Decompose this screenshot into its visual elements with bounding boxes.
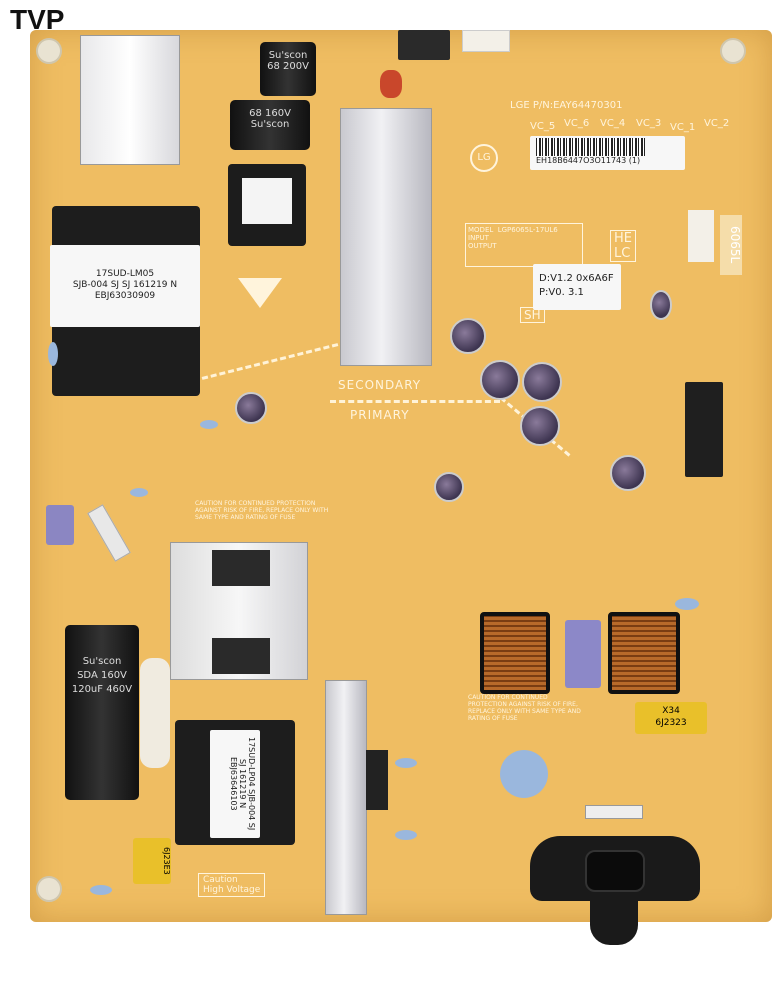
common-mode-choke — [480, 612, 550, 694]
x-capacitor-cx102 — [565, 620, 601, 688]
ceramic-capacitor — [48, 342, 58, 366]
arrow-down-icon — [238, 278, 282, 308]
version-line: D:V1.2 0x6A6F — [539, 273, 614, 284]
mount-hole — [36, 876, 62, 902]
cap-text: 6J2323 — [655, 718, 687, 728]
label-line: 17SUD-LM05 — [95, 269, 155, 279]
capacitor — [235, 392, 267, 424]
mount-hole — [36, 38, 62, 64]
model-value: LGP6065L-17UL6 — [497, 226, 558, 234]
capacitor — [480, 360, 520, 400]
top-heatsink — [80, 35, 180, 165]
side-code: 6065L — [720, 215, 742, 275]
led-label: VC_6 — [564, 118, 590, 129]
caution-fire-text: CAUTION FOR CONTINUED PROTECTION AGAINST… — [195, 500, 329, 521]
part-number: LGE P/N:EAY64470301 — [510, 100, 623, 111]
fuse — [87, 504, 131, 562]
thermistor-sleeve — [140, 658, 170, 768]
mosfet — [212, 638, 270, 674]
center-heatsink — [340, 108, 432, 366]
led-label: VC_1 — [670, 122, 696, 133]
capacitor — [450, 318, 486, 354]
small-transformer-top — [228, 164, 306, 246]
ceramic-capacitor — [675, 598, 699, 610]
y-capacitor: 6J23E3 — [133, 838, 171, 884]
caution-high-voltage: Caution High Voltage — [198, 873, 266, 897]
x-capacitor-cx101: X34 6J2323 — [635, 702, 707, 734]
connector-white — [462, 30, 510, 52]
bulk-capacitors: Su'scon SDA 160V 120uF 460V — [65, 625, 139, 800]
led-label: VC_2 — [704, 118, 730, 129]
filter-capacitor — [46, 505, 74, 545]
primary-label: PRIMARY — [350, 408, 410, 422]
caution-fire-text: CAUTION FOR CONTINUED PROTECTION AGAINST… — [468, 694, 581, 722]
ceramic-capacitor — [130, 488, 148, 497]
mosfet — [212, 550, 270, 586]
lg-logo: LG — [470, 144, 498, 172]
model-table: MODEL LGP6065L-17UL6 INPUT OUTPUT — [465, 223, 583, 267]
label-line: SJB-004 SJ SJ 161219 N — [72, 280, 178, 290]
led-label: VC_4 — [600, 118, 626, 129]
isolation-line — [201, 343, 339, 380]
mount-hole — [720, 38, 746, 64]
caution-line: Caution — [203, 875, 238, 885]
model-label: MODEL — [468, 226, 494, 234]
isolation-line — [330, 400, 500, 403]
secondary-label: SECONDARY — [338, 378, 422, 392]
watermark-logo: TVP — [10, 4, 65, 35]
led-label: VC_3 — [636, 118, 662, 129]
barcode-label: EH18B6447O3O11743 (1) — [530, 136, 685, 170]
label-line: EBJ63030909 — [94, 291, 156, 301]
standby-transformer-label: 17SUD-LP04 SJB-004 SJ SJ 161219 N EBJ636… — [210, 730, 260, 838]
barcode-text: EH18B6447O3O11743 (1) — [536, 156, 641, 165]
cap-rating: SDA 160V 120uF 460V — [71, 670, 133, 695]
capacitor — [520, 406, 560, 446]
he-mark: HE — [614, 231, 632, 246]
ceramic-capacitor — [395, 830, 417, 840]
barcode — [536, 138, 645, 156]
cap-rating: 68 160V — [249, 108, 291, 119]
label-line: SJB-004 SJ SJ 161219 N — [238, 759, 256, 831]
transformer-label: 17SUD-LM05 SJB-004 SJ SJ 161219 N EBJ630… — [50, 245, 200, 327]
cap-brand: Su'scon — [82, 656, 122, 667]
output-label: OUTPUT — [468, 242, 497, 250]
ceramic-capacitor — [395, 758, 417, 768]
ceramic-capacitor — [90, 885, 112, 895]
capacitor — [522, 362, 562, 402]
cap-brand: Su'scon — [268, 50, 308, 61]
version-label: D:V1.2 0x6A6F P:V0. 3.1 — [533, 264, 621, 310]
socket-tab — [590, 900, 638, 945]
led-label-row: VC_5 VC_6 VC_4 VC_3 VC_1 VC_2 — [530, 118, 730, 134]
connector-black — [398, 30, 450, 60]
cap-text: X34 — [662, 706, 680, 716]
label-line: 17SUD-LP04 — [247, 737, 256, 787]
varistor — [500, 750, 548, 798]
capacitor — [650, 290, 672, 320]
bottom-heatsink — [325, 680, 367, 915]
led-label: VC_5 — [530, 121, 556, 132]
lc-mark: LC — [614, 246, 631, 261]
label-line: EBJ63646103 — [229, 757, 238, 811]
socket-receptacle — [585, 850, 645, 892]
caution-line: High Voltage — [203, 885, 261, 895]
mains-fuse — [585, 805, 643, 819]
ceramic-capacitor — [200, 420, 218, 429]
capacitor — [610, 455, 646, 491]
capacitor — [434, 472, 464, 502]
red-capacitor — [380, 70, 402, 98]
connector-p201 — [685, 382, 723, 477]
sh-mark: SH — [520, 307, 545, 323]
connector-p803 — [688, 210, 714, 262]
bridge-rectifier — [366, 750, 388, 810]
version-line: P:V0. 3.1 — [539, 287, 584, 298]
input-label: INPUT — [468, 234, 489, 242]
common-mode-choke — [608, 612, 680, 694]
cap-brand: Su'scon — [250, 119, 290, 130]
cap-rating: 68 200V — [267, 61, 309, 72]
